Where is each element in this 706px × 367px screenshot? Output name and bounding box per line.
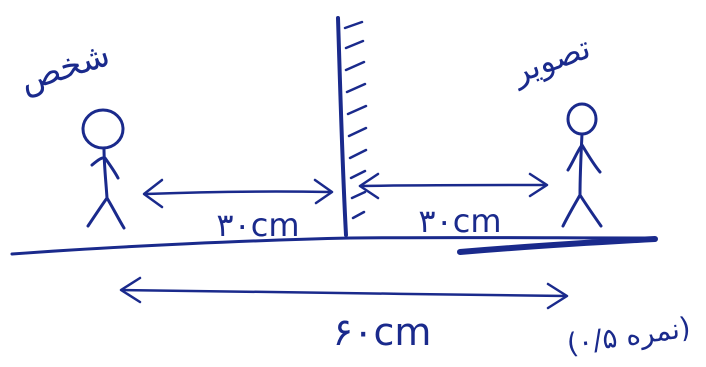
image-legs bbox=[561, 193, 603, 228]
distance-right-label: ۳۰cm bbox=[418, 202, 501, 240]
image-figure bbox=[561, 102, 603, 228]
distance-arrow-right bbox=[358, 172, 549, 200]
distance-arrow-left bbox=[142, 178, 334, 209]
mirror bbox=[336, 16, 368, 237]
person-legs bbox=[86, 196, 126, 230]
score-label: (۰/۵ نمره) bbox=[565, 311, 693, 361]
person-arms bbox=[90, 156, 120, 180]
image-body bbox=[578, 132, 584, 197]
image-label: تصویر bbox=[505, 28, 595, 92]
person-label: شخص bbox=[15, 34, 115, 101]
person-figure bbox=[81, 108, 126, 230]
ground-line-heavy bbox=[457, 236, 658, 255]
mirror-hatching bbox=[343, 20, 368, 220]
distance-arrow-total bbox=[119, 276, 569, 310]
ground-line bbox=[10, 236, 657, 256]
image-head bbox=[566, 102, 598, 136]
person-body bbox=[102, 146, 109, 200]
distance-left-label: ۳۰cm bbox=[216, 206, 299, 244]
mirror-line bbox=[336, 16, 348, 237]
distance-total-label: ۶۰cm bbox=[333, 310, 432, 354]
image-arms bbox=[566, 143, 602, 174]
person-head bbox=[81, 108, 125, 150]
